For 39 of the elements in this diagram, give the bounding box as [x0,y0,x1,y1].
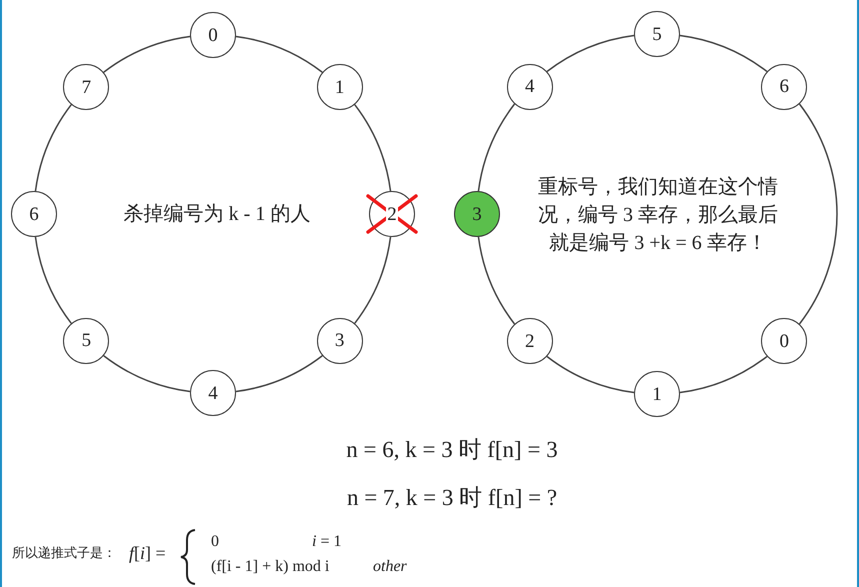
number-circle: 3 [316,318,363,364]
number-circle: 1 [316,64,363,110]
number-circle: 3 [454,191,500,237]
ring-arc [478,236,516,324]
number-circle: 0 [761,318,808,364]
ring-arc [680,34,768,72]
case-value: 0 [211,532,219,552]
number-circle: 7 [63,64,110,110]
number-circle: 2 [506,318,553,364]
number-circle: 6 [11,191,57,237]
note-text: 杀掉编号为 k - 1 的人 [122,202,312,226]
case-condition: other [373,557,407,576]
number-circle: 0 [190,12,236,58]
number-circle: 5 [634,11,680,57]
ring-arc [34,104,72,192]
number-circle: 4 [190,370,236,416]
ring-arc [354,236,392,324]
ring-arc [103,355,190,392]
number-circle: 4 [506,64,553,110]
ring-arc [546,34,634,72]
number-circle: 1 [634,371,680,417]
ring-arc [34,236,72,324]
ring-arc [236,355,323,392]
ring-arc [354,104,392,192]
ring-arc [680,356,768,394]
ring-arc [798,104,838,324]
label-text: 所以递推式子是： [12,546,116,562]
case-condition: i = 1 [312,532,342,552]
ring-arc [478,104,516,192]
ring-arc [236,36,323,73]
case-value: (f[i - 1] + k) mod i [211,557,330,576]
number-circle: 5 [63,318,110,364]
note-text: 重标号，我们知道在这个情况，编号 3 幸存，那么最后就是编号 3 +k = 6 幸存！ [537,175,779,256]
formula-text: f[i] = [129,543,166,565]
ring-arc [546,356,634,394]
formula-text: n = 6, k = 3 时 f[n] = 3 [345,436,559,464]
number-circle: 6 [761,64,808,110]
ring-arc [103,36,190,73]
formula-text: n = 7, k = 3 时 f[n] = ? [346,484,558,512]
